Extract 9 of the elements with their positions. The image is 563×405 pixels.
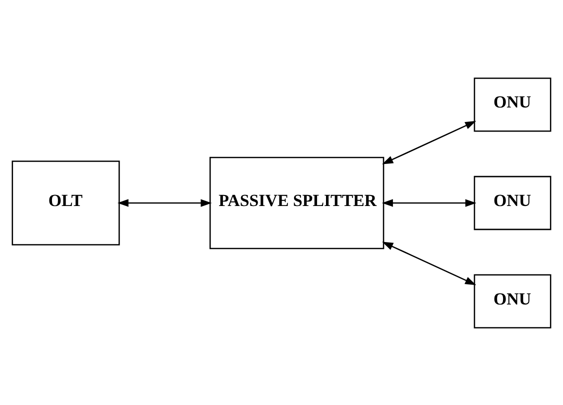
arrow [382,198,476,206]
arrow [117,198,212,206]
node-box: PASSIVE SPLITTER [210,156,384,249]
node-box: ONU [474,274,552,328]
arrow [382,120,476,164]
node-box: OLT [12,160,120,245]
node-box: ONU [474,77,552,132]
arrow [382,241,476,285]
node-box: ONU [474,175,552,230]
